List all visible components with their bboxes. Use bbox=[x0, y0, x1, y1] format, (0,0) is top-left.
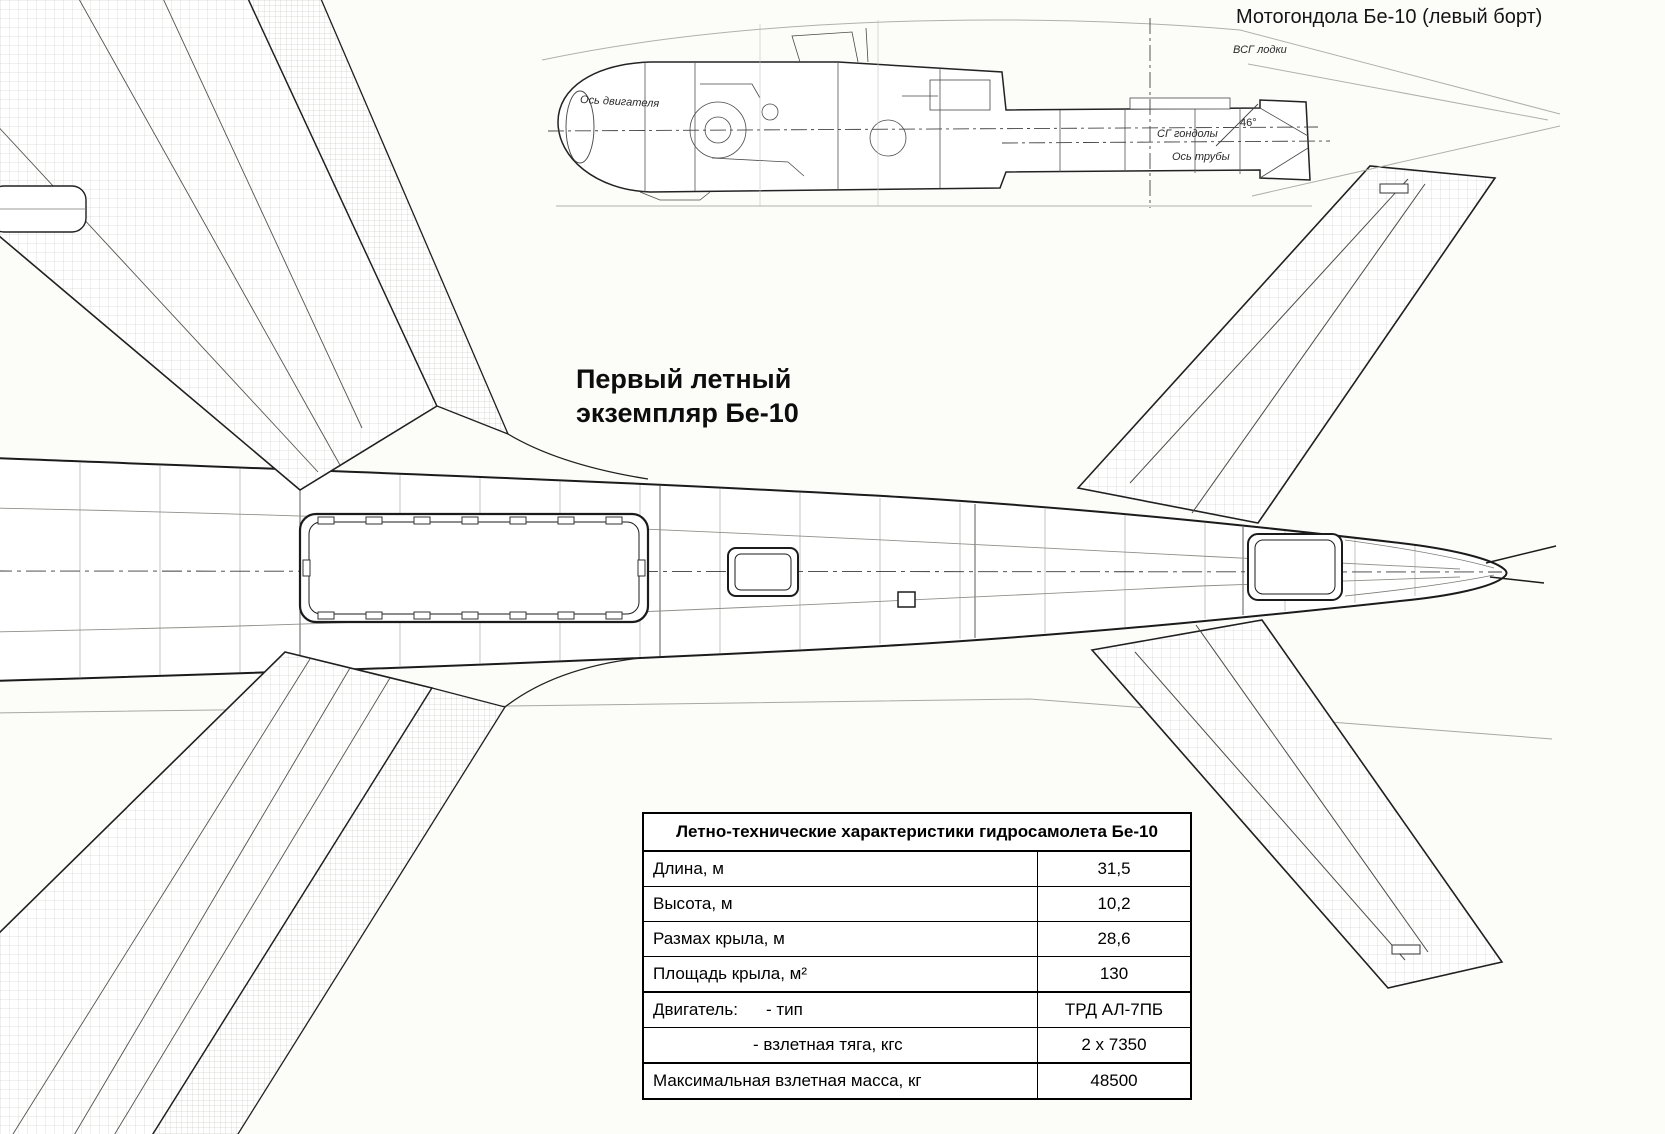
left-wing-fillet bbox=[504, 657, 641, 708]
spec-row-height: Высота, м 10,2 bbox=[644, 886, 1190, 921]
spec-value: 130 bbox=[1037, 957, 1190, 991]
right-stabilizer-top-view bbox=[1076, 165, 1497, 524]
small-hatch bbox=[897, 591, 916, 608]
nacelle-outline bbox=[557, 61, 1311, 193]
spec-value: 28,6 bbox=[1037, 922, 1190, 956]
spec-row-length: Длина, м 31,5 bbox=[644, 852, 1190, 886]
cargo-hatch-latches bbox=[302, 516, 646, 620]
spec-value: 48500 bbox=[1037, 1064, 1190, 1098]
left-wing-spars bbox=[12, 658, 391, 1134]
spec-label-sub: - тип bbox=[765, 1000, 803, 1019]
left-wing-top-view bbox=[0, 651, 641, 1134]
spec-row-engine-type: Двигатель: - тип ТРД АЛ-7ПБ bbox=[644, 991, 1190, 1027]
spec-label: Максимальная взлетная масса, кг bbox=[653, 1071, 922, 1090]
left-stabilizer-tab bbox=[1391, 944, 1421, 955]
nacelle-datum-verticals bbox=[759, 20, 879, 206]
pipe-axis-line bbox=[1001, 140, 1331, 144]
fuselage-hatches bbox=[298, 512, 1343, 624]
label-pipe-axis: Ось трубы bbox=[1172, 151, 1230, 163]
engine-axis-line bbox=[547, 126, 1319, 132]
spec-value: 2 х 7350 bbox=[1037, 1028, 1190, 1062]
mid-hatch bbox=[727, 547, 799, 597]
intake-lip bbox=[565, 90, 595, 164]
nacelle-caption: Мотогондола Бе-10 (левый борт) bbox=[1236, 6, 1543, 28]
tail-probes bbox=[1485, 545, 1557, 584]
spec-table: Летно-технические характеристики гидроса… bbox=[642, 812, 1192, 1100]
spec-label: Высота, м bbox=[653, 894, 733, 913]
left-stabilizer-top-view bbox=[1090, 619, 1504, 989]
tail-hatch bbox=[1247, 533, 1343, 601]
cargo-hatch bbox=[298, 512, 650, 624]
label-nacelle-cg: СГ гондолы bbox=[1157, 128, 1218, 140]
mid-hatch-inner bbox=[734, 553, 792, 591]
main-caption: Первый летный экземпляр Бе-10 bbox=[576, 362, 799, 430]
right-wing-spars bbox=[0, 0, 363, 473]
left-stabilizer-panel bbox=[1090, 619, 1504, 989]
spec-label-sub: - взлетная тяга, кгс bbox=[753, 1035, 903, 1054]
spec-label: Размах крыла, м bbox=[653, 929, 785, 948]
left-stabilizer-lines bbox=[1134, 624, 1429, 961]
spec-label: - взлетная тяга, кгс bbox=[644, 1028, 1037, 1062]
angle-line bbox=[1215, 103, 1259, 147]
spec-row-engine-thrust: - взлетная тяга, кгс 2 х 7350 bbox=[644, 1027, 1190, 1062]
right-stabilizer-panel bbox=[1076, 165, 1497, 524]
right-stabilizer-lines bbox=[1129, 178, 1426, 514]
right-wing-top-view bbox=[0, 0, 649, 491]
spec-label-group: Двигатель: bbox=[653, 1000, 738, 1019]
spec-row-max-takeoff-mass: Максимальная взлетная масса, кг 48500 bbox=[644, 1062, 1190, 1098]
spec-row-wing-area: Площадь крыла, м² 130 bbox=[644, 956, 1190, 991]
label-hull-waterline: ВСГ лодки bbox=[1233, 44, 1287, 56]
main-caption-line1: Первый летный bbox=[576, 364, 792, 394]
tail-hatch-inner bbox=[1254, 539, 1336, 595]
right-wing-fillet bbox=[507, 433, 649, 480]
nacelle-bulkheads bbox=[644, 62, 1241, 192]
nacelle-side-view bbox=[541, 18, 1561, 208]
spec-value: ТРД АЛ-7ПБ bbox=[1037, 993, 1190, 1027]
main-caption-line2: экземпляр Бе-10 bbox=[576, 398, 799, 428]
nacelle-context-lines bbox=[541, 19, 1561, 207]
spec-row-wingspan: Размах крыла, м 28,6 bbox=[644, 921, 1190, 956]
left-wing-flap-strip bbox=[152, 687, 507, 1134]
spec-label: Площадь крыла, м² bbox=[653, 964, 808, 983]
spec-label: Длина, м bbox=[653, 859, 724, 878]
right-stabilizer-tab bbox=[1379, 183, 1409, 194]
spec-value: 31,5 bbox=[1037, 852, 1190, 886]
tail-fairing-lines bbox=[1344, 539, 1495, 597]
spec-label: Двигатель: - тип bbox=[644, 993, 1037, 1027]
spec-value: 10,2 bbox=[1037, 887, 1190, 921]
spec-table-title: Летно-технические характеристики гидроса… bbox=[644, 814, 1190, 852]
label-angle: 46° bbox=[1240, 117, 1257, 129]
